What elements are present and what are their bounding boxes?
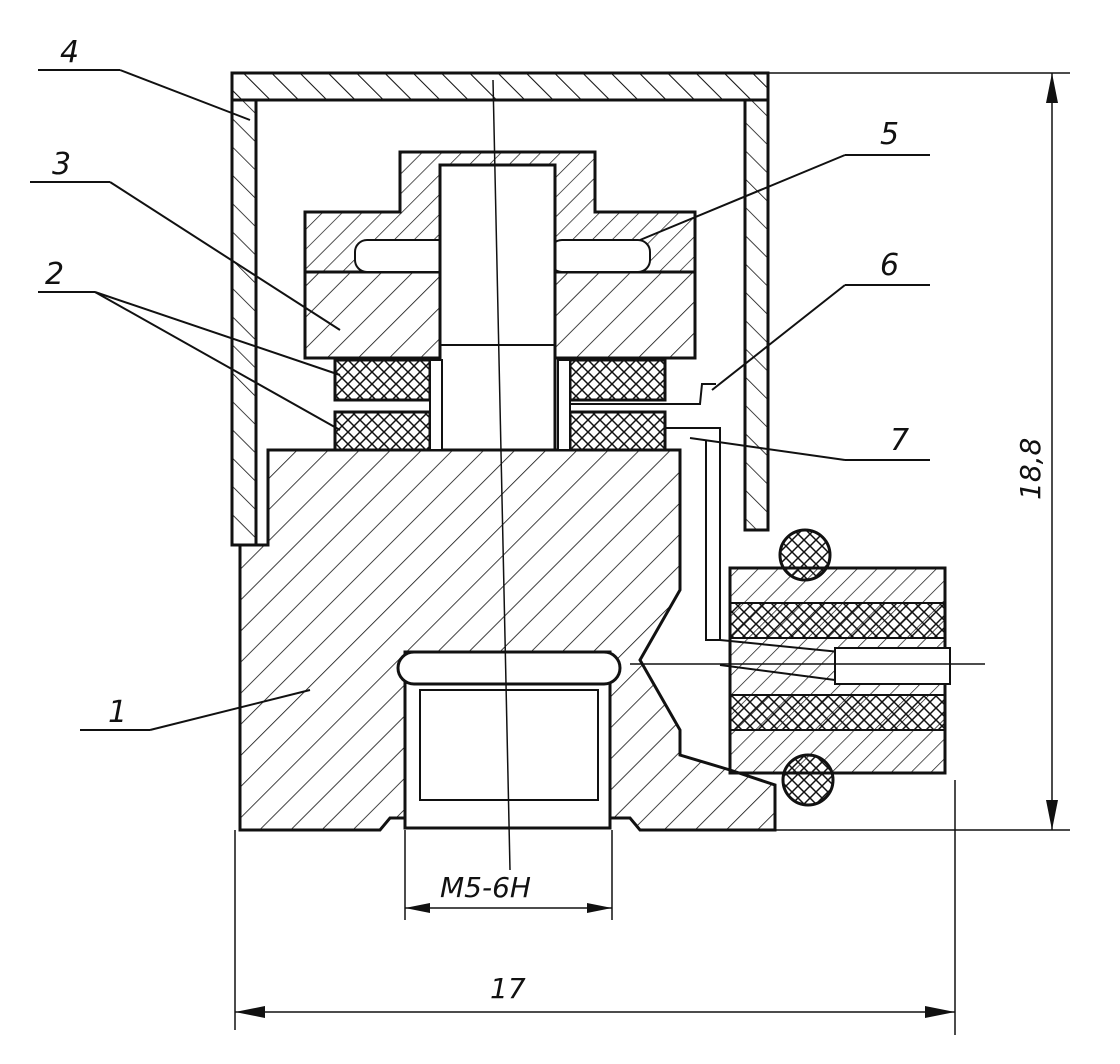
dimension-height bbox=[768, 72, 1070, 831]
dimension-width bbox=[234, 780, 956, 1035]
callout-3: 3 bbox=[52, 147, 71, 182]
callout-2: 2 bbox=[45, 257, 64, 292]
callout-6: 6 bbox=[880, 248, 899, 283]
piezo-elements bbox=[333, 358, 667, 452]
base-body bbox=[238, 448, 777, 832]
center-lines bbox=[492, 79, 985, 871]
thread-dimension-label: М5-6Н bbox=[440, 871, 531, 904]
dimension-thread bbox=[404, 830, 613, 920]
callout-leaders bbox=[30, 69, 930, 731]
width-dimension-label: 17 bbox=[490, 972, 526, 1005]
mass-part bbox=[303, 270, 697, 360]
callout-5: 5 bbox=[880, 117, 899, 152]
callout-4: 4 bbox=[60, 35, 79, 70]
callout-7: 7 bbox=[890, 423, 909, 458]
callout-1: 1 bbox=[108, 695, 127, 730]
connector bbox=[728, 528, 951, 807]
height-dimension-label: 18,8 bbox=[1014, 438, 1047, 500]
